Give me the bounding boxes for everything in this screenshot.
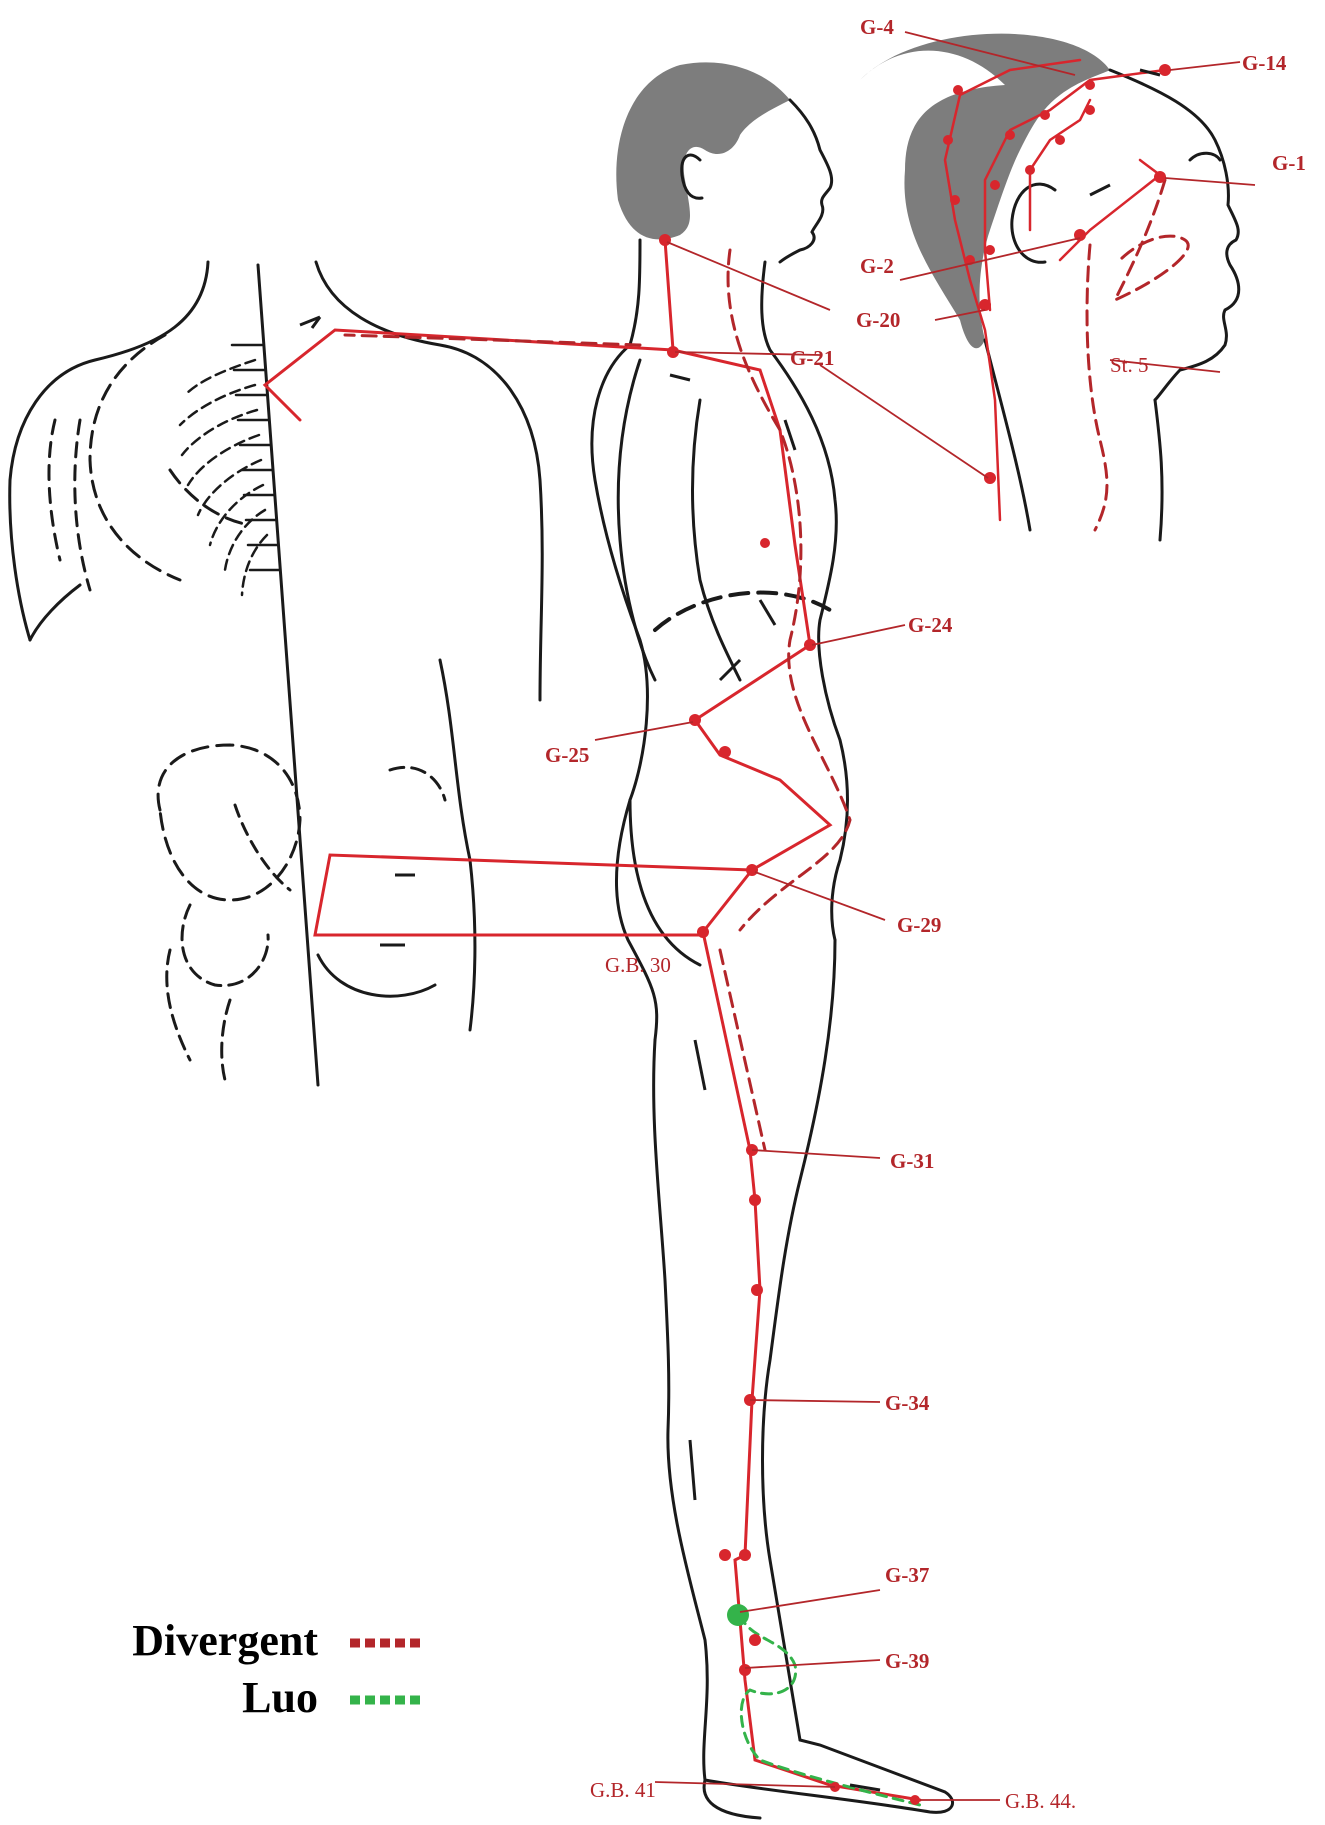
back-sacrum	[235, 805, 290, 890]
label-st5: St. 5	[1110, 353, 1149, 377]
label-g25: G-25	[545, 743, 589, 767]
head-point-g20	[979, 299, 991, 311]
head-point-g14	[1159, 64, 1171, 76]
legend-luo-label: Luo	[242, 1673, 318, 1722]
point-g20	[659, 234, 671, 246]
label-gb30: G.B. 30	[605, 953, 671, 977]
detail-ear	[1012, 184, 1055, 262]
label-g20: G-20	[856, 308, 900, 332]
head-path-inner	[1030, 100, 1090, 230]
point-g36	[719, 1549, 731, 1561]
arrow-4	[760, 600, 775, 625]
label-g14: G-14	[1242, 51, 1287, 75]
back-shoulder-blade	[90, 335, 180, 580]
back-left-outline	[10, 262, 208, 640]
head-point-10	[1025, 165, 1035, 175]
point-g32	[749, 1194, 761, 1206]
back-left-arm-bones	[49, 420, 90, 590]
point-g29	[746, 864, 758, 876]
side-face	[780, 100, 832, 262]
direction-arrows	[300, 70, 1160, 1790]
label-g1: G-1	[1272, 151, 1306, 175]
label-gb41: G.B. 41	[590, 1778, 656, 1802]
back-hip-joint	[182, 905, 268, 986]
head-point-7	[1005, 130, 1015, 140]
head-point-g1	[1154, 171, 1166, 183]
detail-eye	[1190, 153, 1220, 160]
back-right-iliac	[390, 767, 445, 800]
luo-loop	[740, 1615, 920, 1805]
side-front-neck	[762, 262, 770, 350]
point-g39	[739, 1664, 751, 1676]
point-g33	[751, 1284, 763, 1296]
arrow-9	[690, 1440, 695, 1500]
side-leg-front	[763, 940, 836, 1740]
point-labels: G-4 G-14 G-1 G-2 G-20 G-21 St. 5 G-24 G-…	[545, 15, 1306, 1813]
head-point-3	[950, 195, 960, 205]
path-neck	[665, 240, 810, 645]
label-g29: G-29	[897, 913, 941, 937]
head-point-g21	[984, 472, 996, 484]
point-gb44	[910, 1795, 920, 1805]
luo-pathway	[740, 1615, 920, 1805]
point-chest	[760, 538, 770, 548]
head-point-2	[943, 135, 953, 145]
side-gluteal	[630, 800, 700, 965]
label-g21: G-21	[790, 346, 834, 370]
point-g38	[749, 1634, 761, 1646]
head-point-11	[1085, 105, 1095, 115]
head-point-5	[1085, 80, 1095, 90]
point-below-g25	[719, 746, 731, 758]
label-g39: G-39	[885, 1649, 929, 1673]
back-femur	[167, 950, 230, 1080]
legend: Divergent Luo	[132, 1616, 425, 1722]
head-point-1	[953, 85, 963, 95]
back-pelvis	[158, 745, 300, 900]
head-point-8	[990, 180, 1000, 190]
path-torso	[695, 645, 830, 932]
channel-pathway	[265, 240, 920, 1800]
head-point-12	[1055, 135, 1065, 145]
point-gb30	[697, 926, 709, 938]
point-g35	[739, 1549, 751, 1561]
point-g37-luo	[727, 1604, 749, 1626]
back-buttock	[318, 955, 435, 996]
label-gb44: G.B. 44.	[1005, 1789, 1076, 1813]
arrow-8	[695, 1040, 705, 1090]
side-hair	[616, 62, 790, 239]
side-back-of-neck	[630, 240, 640, 345]
legend-divergent-label: Divergent	[132, 1616, 318, 1665]
arrow-2	[670, 375, 690, 380]
head-point-6	[1040, 110, 1050, 120]
label-g24: G-24	[908, 613, 953, 637]
label-g4: G-4	[860, 15, 894, 39]
back-left-arm	[30, 585, 80, 640]
label-g37: G-37	[885, 1563, 929, 1587]
back-view-figure	[10, 262, 542, 1085]
path-back-link-hip	[315, 855, 752, 935]
label-g34: G-34	[885, 1391, 930, 1415]
back-right-outline	[316, 262, 542, 700]
label-g31: G-31	[890, 1149, 934, 1173]
side-leg-back	[654, 1040, 708, 1780]
head-point-9	[985, 245, 995, 255]
side-arm	[618, 360, 740, 680]
arrow-11	[1090, 185, 1110, 195]
arrow-1	[300, 317, 320, 328]
point-g25	[689, 714, 701, 726]
label-g2: G-2	[860, 254, 894, 278]
back-right-flank	[440, 660, 475, 1030]
